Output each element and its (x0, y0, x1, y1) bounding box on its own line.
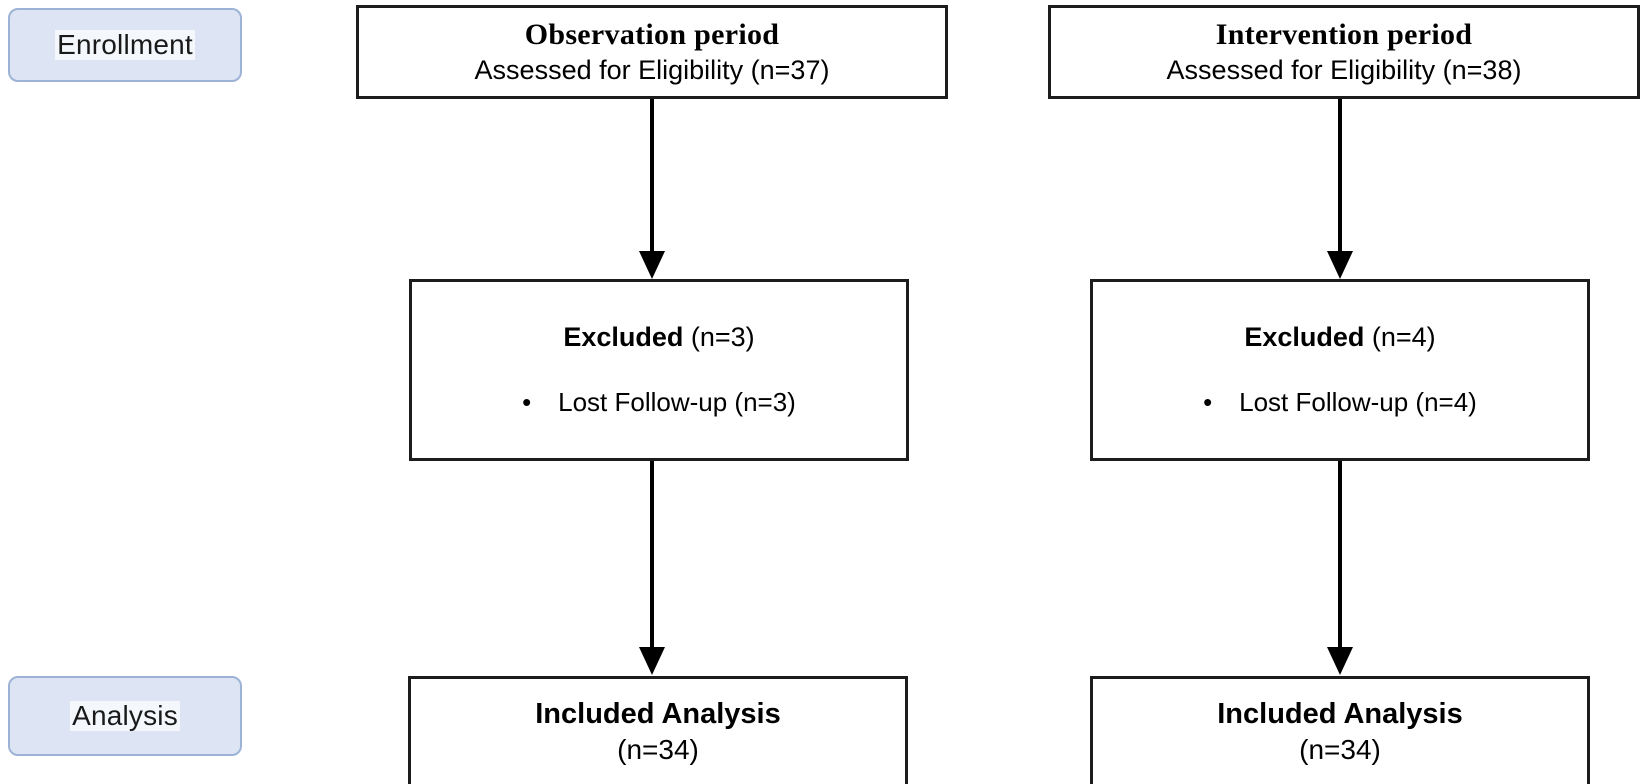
phase-label-analysis: Analysis (8, 676, 242, 756)
observation-enrollment-subtitle: Assessed for Eligibility (n=37) (474, 55, 830, 86)
box-observation-enrollment: Observation period Assessed for Eligibil… (356, 5, 948, 99)
box-intervention-enrollment: Intervention period Assessed for Eligibi… (1048, 5, 1640, 99)
box-intervention-included-analysis: Included Analysis (n=34) (1090, 676, 1590, 784)
intervention-included-title: Included Analysis (1217, 697, 1463, 730)
intervention-included-count: (n=34) (1299, 733, 1381, 765)
intervention-enrollment-title: Intervention period (1215, 17, 1473, 51)
phase-label-analysis-text: Analysis (70, 699, 180, 732)
observation-excluded-count: (n=3) (690, 321, 755, 352)
bullet-icon: • (522, 386, 532, 417)
observation-excluded-label: Excluded (563, 321, 684, 352)
box-observation-included-analysis: Included Analysis (n=34) (408, 676, 908, 784)
connector-observation-excluded-to-included (632, 461, 672, 678)
connector-intervention-excluded-to-included (1320, 461, 1360, 678)
intervention-excluded-heading: Excluded (n=4) (1244, 322, 1435, 353)
list-item: • Lost Follow-up (n=4) (1203, 387, 1477, 418)
observation-included-title: Included Analysis (535, 697, 781, 730)
box-observation-excluded: Excluded (n=3) • Lost Follow-up (n=3) (409, 279, 909, 461)
intervention-excluded-reason-text: Lost Follow-up (n=4) (1239, 386, 1477, 417)
box-intervention-excluded: Excluded (n=4) • Lost Follow-up (n=4) (1090, 279, 1590, 461)
observation-included-count: (n=34) (617, 733, 699, 765)
intervention-enrollment-subtitle: Assessed for Eligibility (n=38) (1166, 55, 1522, 86)
observation-excluded-reason-list: • Lost Follow-up (n=3) (522, 387, 796, 418)
intervention-excluded-count: (n=4) (1371, 321, 1436, 352)
observation-excluded-reason-text: Lost Follow-up (n=3) (558, 386, 796, 417)
connector-observation-enrollment-to-excluded (632, 99, 672, 281)
phase-label-enrollment: Enrollment (8, 8, 242, 82)
intervention-excluded-label: Excluded (1244, 321, 1365, 352)
phase-label-enrollment-text: Enrollment (55, 28, 195, 61)
intervention-excluded-reason-list: • Lost Follow-up (n=4) (1203, 387, 1477, 418)
connector-intervention-enrollment-to-excluded (1320, 99, 1360, 281)
list-item: • Lost Follow-up (n=3) (522, 387, 796, 418)
observation-enrollment-title: Observation period (524, 17, 780, 51)
observation-excluded-heading: Excluded (n=3) (563, 322, 754, 353)
bullet-icon: • (1203, 386, 1213, 417)
